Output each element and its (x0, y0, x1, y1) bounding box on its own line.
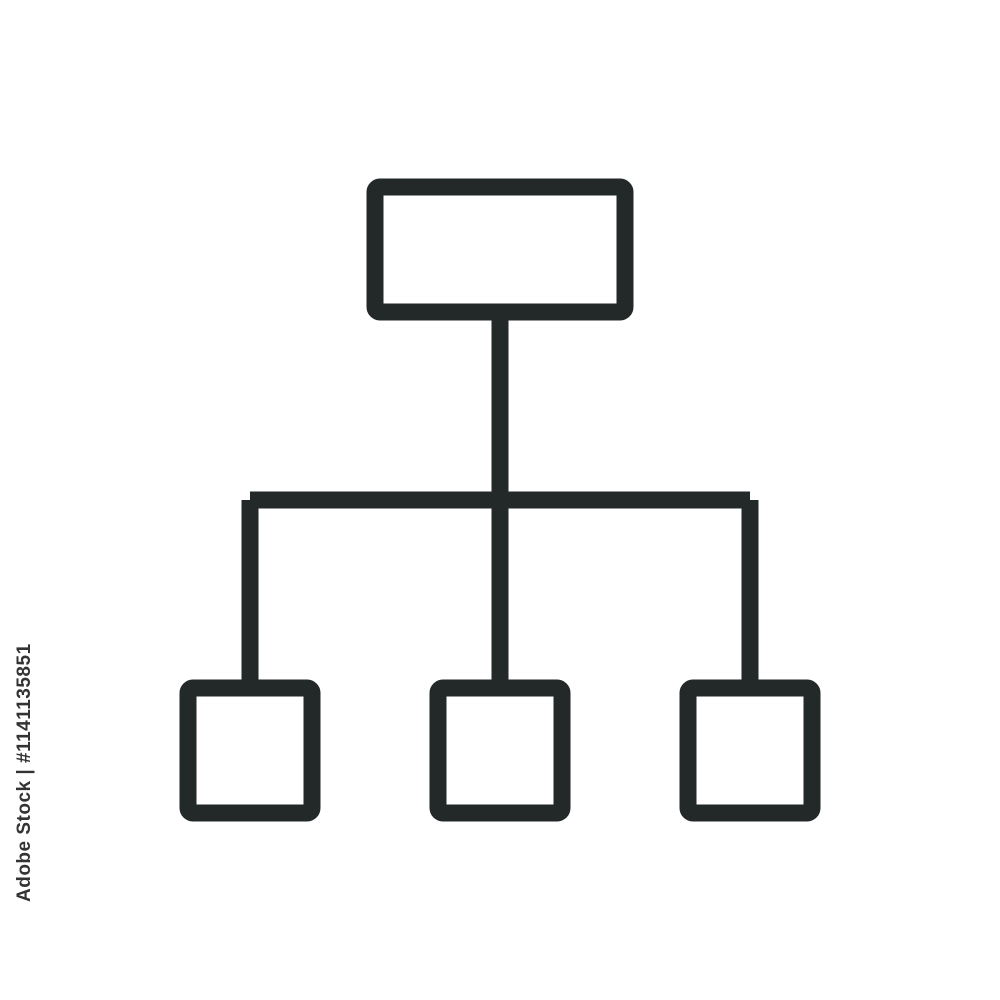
child-node-right (679, 679, 821, 822)
stock-id-watermark: Adobe Stock | #1141135851 (14, 643, 35, 902)
root-node (366, 178, 634, 321)
child-node-center (429, 679, 571, 822)
child-node-left (179, 679, 321, 822)
